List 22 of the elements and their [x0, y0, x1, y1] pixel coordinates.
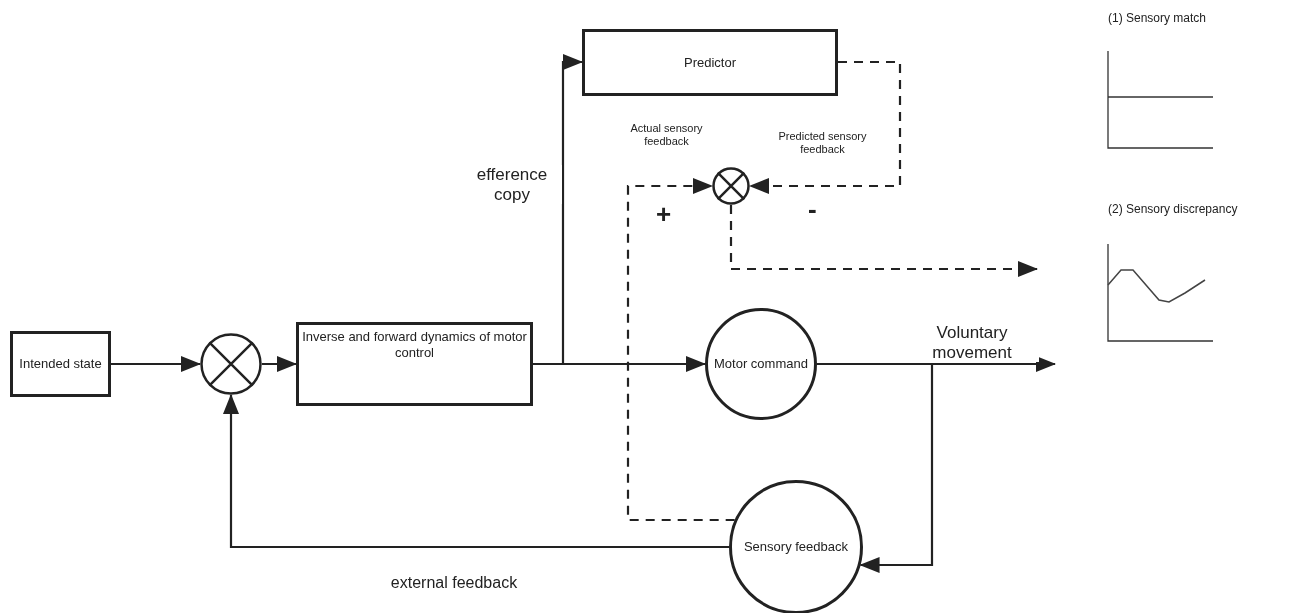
process-box [296, 322, 533, 406]
arrow [111, 356, 201, 372]
plot-title: (1) Sensory match [1108, 12, 1207, 24]
arrow [749, 60, 902, 194]
arrow [729, 205, 1038, 277]
sign-symbol: - [808, 196, 817, 222]
process-box [582, 29, 838, 96]
process-circle [729, 480, 863, 613]
arrow [262, 356, 297, 372]
arrow [223, 394, 729, 549]
node-label: Motor command [714, 356, 808, 372]
process-box [10, 331, 111, 397]
arrow [533, 54, 583, 366]
node-label: Intended state [19, 356, 102, 372]
node-label: Inverse and forward dynamics of motor control [301, 329, 528, 361]
plot-title: (2) Sensory discrepancy [1108, 203, 1238, 215]
arrow [817, 362, 934, 573]
node-label: Sensory feedback [743, 539, 849, 555]
process-circle [705, 308, 817, 420]
arrow [626, 178, 735, 522]
sign-symbol: + [656, 201, 672, 227]
node-label: Predictor [684, 54, 736, 71]
